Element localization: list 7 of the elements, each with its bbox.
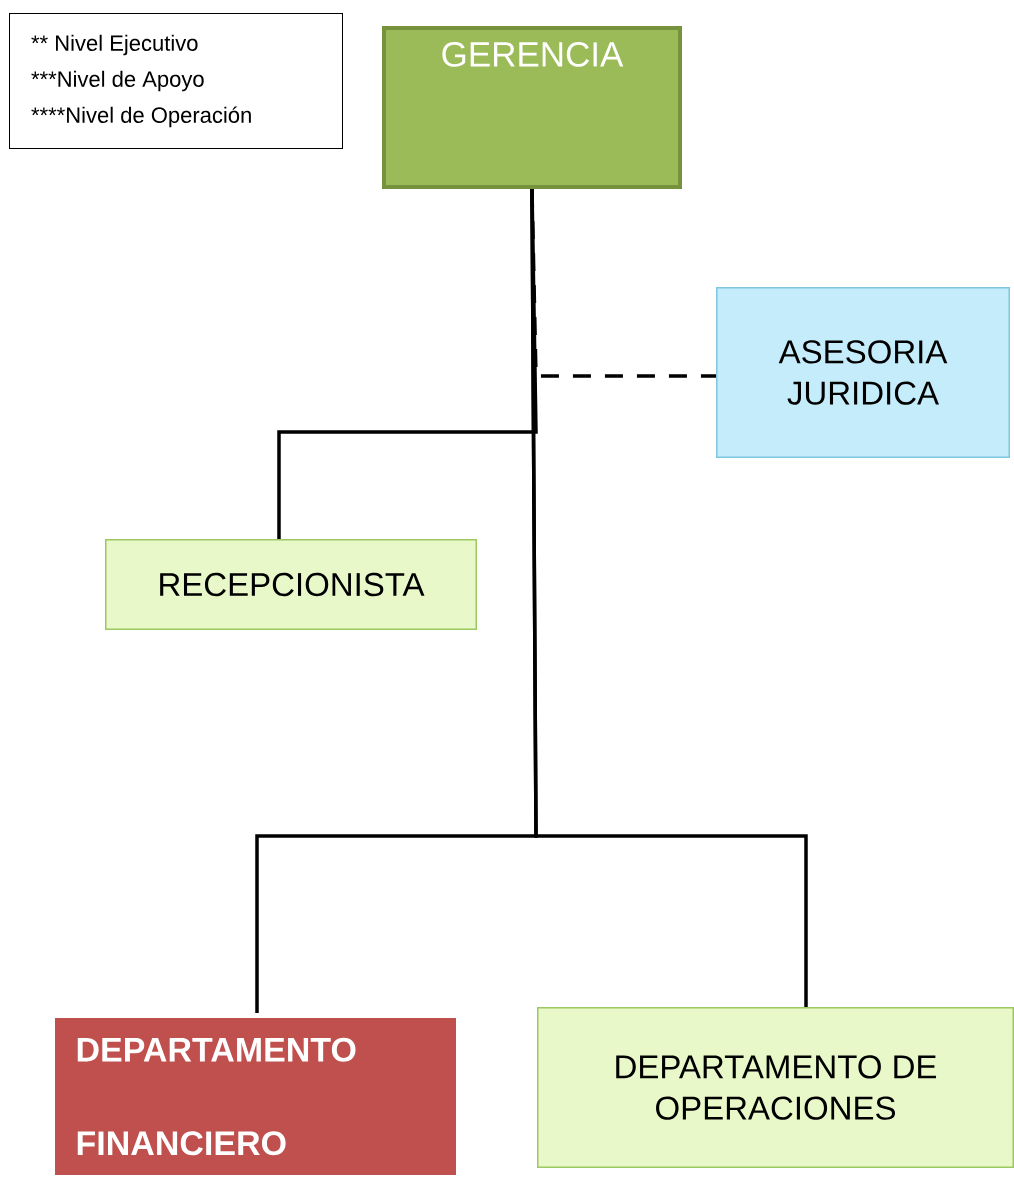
department-box: DEPARTAMENTO FINANCIERO	[50, 1013, 461, 1180]
support-box: RECEPCIONISTA	[105, 539, 477, 630]
legend-box: ** Nivel Ejecutivo ***Nivel de Apoyo ****Nivel de Operación	[9, 13, 343, 149]
department-box: DEPARTAMENTO DE OPERACIONES	[537, 1007, 1014, 1168]
executive-box: GERENCIA	[382, 26, 682, 189]
connector-line	[530, 189, 808, 1007]
support-box: ASESORIA JURIDICA	[716, 287, 1010, 458]
